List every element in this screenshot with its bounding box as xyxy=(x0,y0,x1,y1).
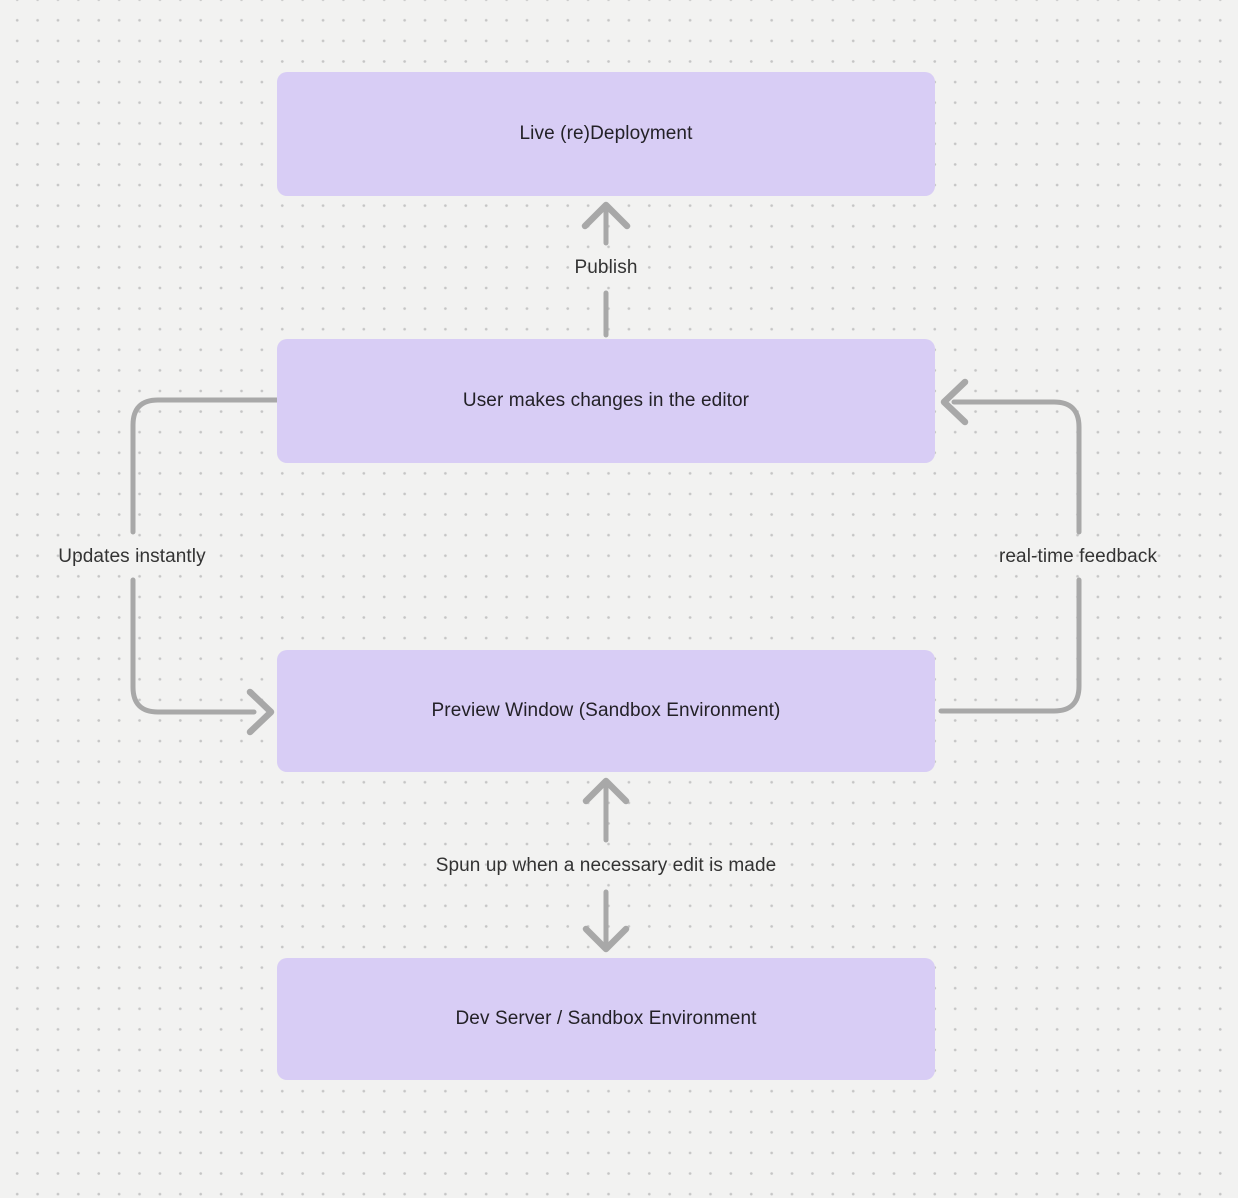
edge-label-publish: Publish xyxy=(574,257,638,278)
edge-updates-instantly-arrow xyxy=(130,397,280,736)
node-label-preview-window: Preview Window (Sandbox Environment) xyxy=(431,700,781,721)
node-label-user-changes: User makes changes in the editor xyxy=(462,390,750,411)
arrowhead-down-icon xyxy=(582,925,630,953)
edge-label-realtime-feedback: real-time feedback xyxy=(998,546,1158,567)
node-user-changes: User makes changes in the editor xyxy=(277,339,935,463)
edge-spun-up-arrows xyxy=(582,777,630,953)
edge-label-updates-instantly: Updates instantly xyxy=(58,546,206,567)
arrowhead-up-icon xyxy=(581,201,631,230)
node-live-redeployment: Live (re)Deployment xyxy=(277,72,935,196)
arrowhead-left-icon xyxy=(940,378,969,426)
edge-publish-arrow xyxy=(581,201,631,338)
edge-realtime-feedback-arrow xyxy=(938,378,1082,714)
arrowhead-right-icon xyxy=(246,688,275,736)
node-label-live-redeployment: Live (re)Deployment xyxy=(519,123,693,144)
edge-label-spun-up: Spun up when a necessary edit is made xyxy=(435,855,777,876)
node-preview-window: Preview Window (Sandbox Environment) xyxy=(277,650,935,772)
node-label-dev-server: Dev Server / Sandbox Environment xyxy=(455,1008,757,1029)
node-dev-server: Dev Server / Sandbox Environment xyxy=(277,958,935,1080)
arrowhead-up-icon xyxy=(582,777,630,805)
